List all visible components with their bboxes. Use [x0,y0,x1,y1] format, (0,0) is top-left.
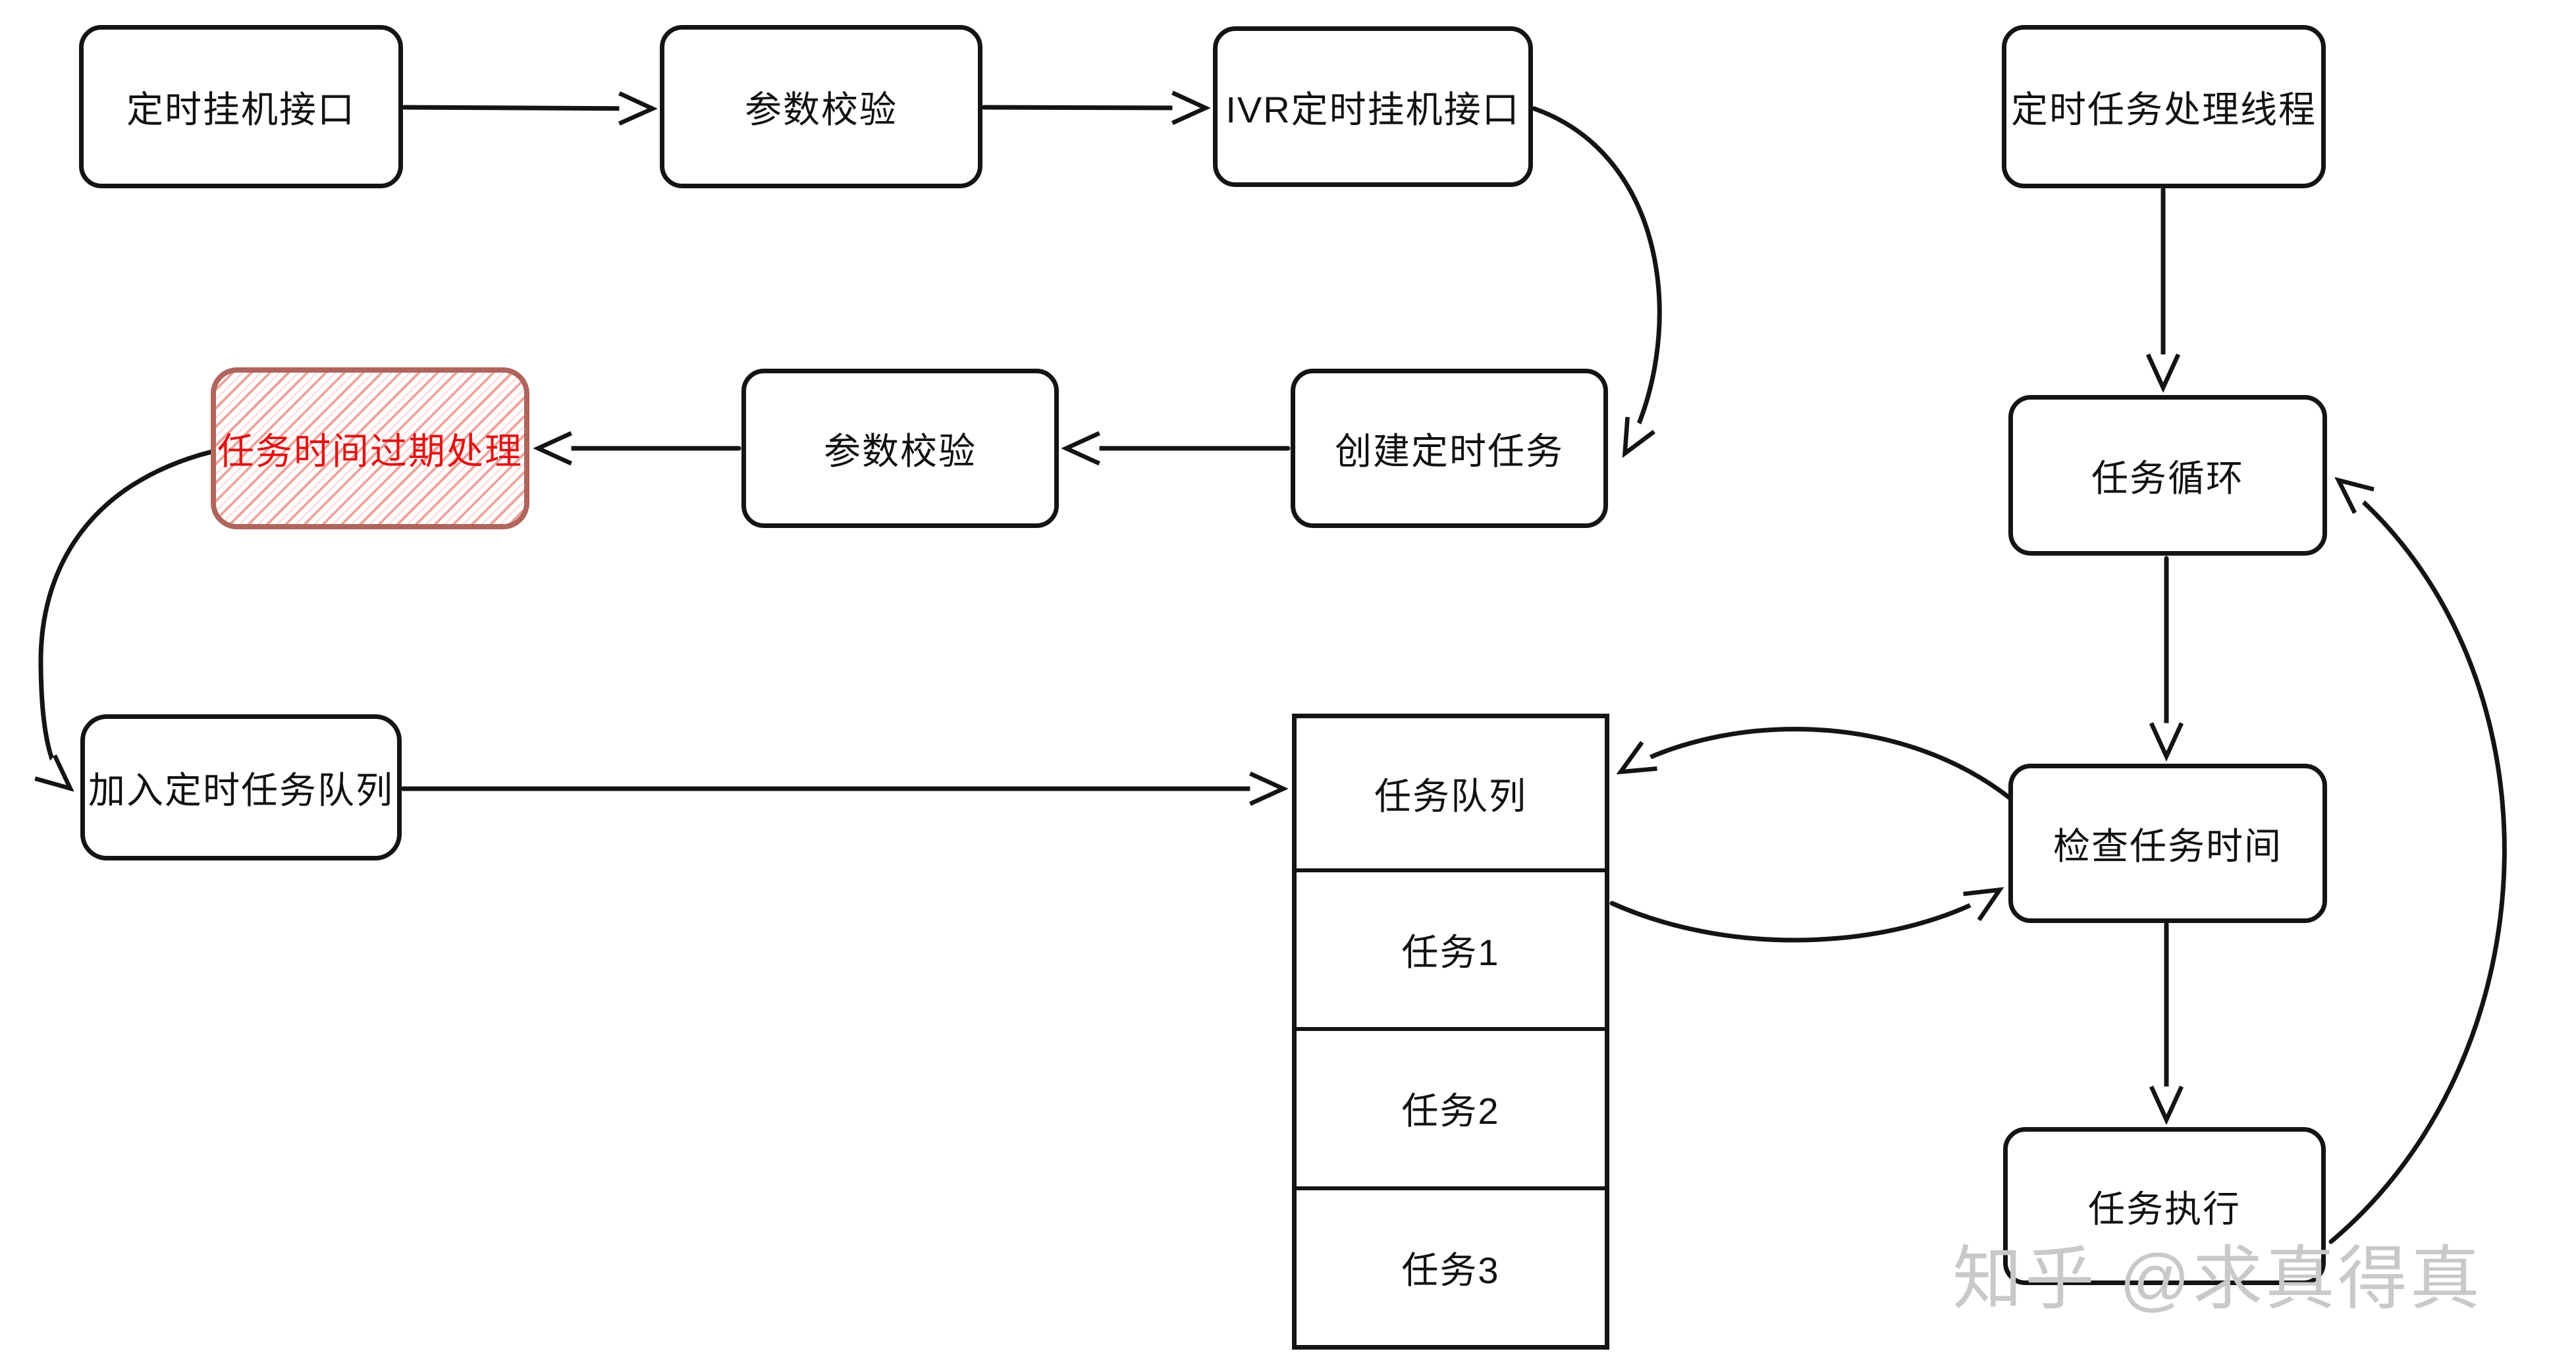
node-expired-handling: 任务时间过期处理 [211,367,529,529]
node-create-task: 创建定时任务 [1291,369,1608,528]
node-task-execute-label: 任务执行 [2088,1188,2241,1230]
node-hangup-api-label: 定时挂机接口 [126,88,356,130]
node-param-check-2-label: 参数校验 [824,430,977,472]
arrow-taskexec-to-taskloop [2328,481,2507,1244]
node-hangup-api: 定时挂机接口 [79,25,403,188]
node-task-loop-label: 任务循环 [2091,457,2244,499]
task-queue-item-2: 任务2 [1297,1027,1605,1186]
node-param-check-1: 参数校验 [660,25,982,188]
arrow-hangup-to-paramcheck1 [402,107,652,109]
task-queue-item-1: 任务1 [1297,868,1605,1027]
arrow-queue-to-checktime [1609,890,1999,943]
watermark-text: 知乎 @求真得真 [1952,1240,2483,1318]
node-expired-handling-label: 任务时间过期处理 [217,430,523,472]
node-ivr-hangup-api-label: IVR定时挂机接口 [1225,88,1520,130]
node-check-task-time: 检查任务时间 [2008,764,2327,923]
node-task-loop: 任务循环 [2008,395,2327,556]
arrow-checktime-to-queue [1621,726,2012,801]
task-queue-item-3: 任务3 [1297,1186,1605,1345]
node-task-execute: 任务执行 [2003,1127,2326,1285]
task-queue-table: 任务队列 任务1 任务2 任务3 [1292,714,1609,1350]
node-join-queue: 加入定时任务队列 [80,714,402,860]
node-check-task-time-label: 检查任务时间 [2053,825,2282,867]
arrow-paramcheck1-to-ivr [981,107,1205,108]
node-timer-thread-label: 定时任务处理线程 [2011,88,2317,130]
node-create-task-label: 创建定时任务 [1335,430,1564,472]
node-timer-thread: 定时任务处理线程 [2002,25,2326,188]
node-join-queue-label: 加入定时任务队列 [88,769,394,811]
arrow-expired-to-joinqueue [41,449,215,788]
node-param-check-1-label: 参数校验 [745,88,898,130]
task-queue-header: 任务队列 [1374,775,1527,817]
node-ivr-hangup-api: IVR定时挂机接口 [1213,26,1533,187]
arrow-ivr-to-createtask [1532,106,1662,453]
node-param-check-2: 参数校验 [741,369,1059,528]
